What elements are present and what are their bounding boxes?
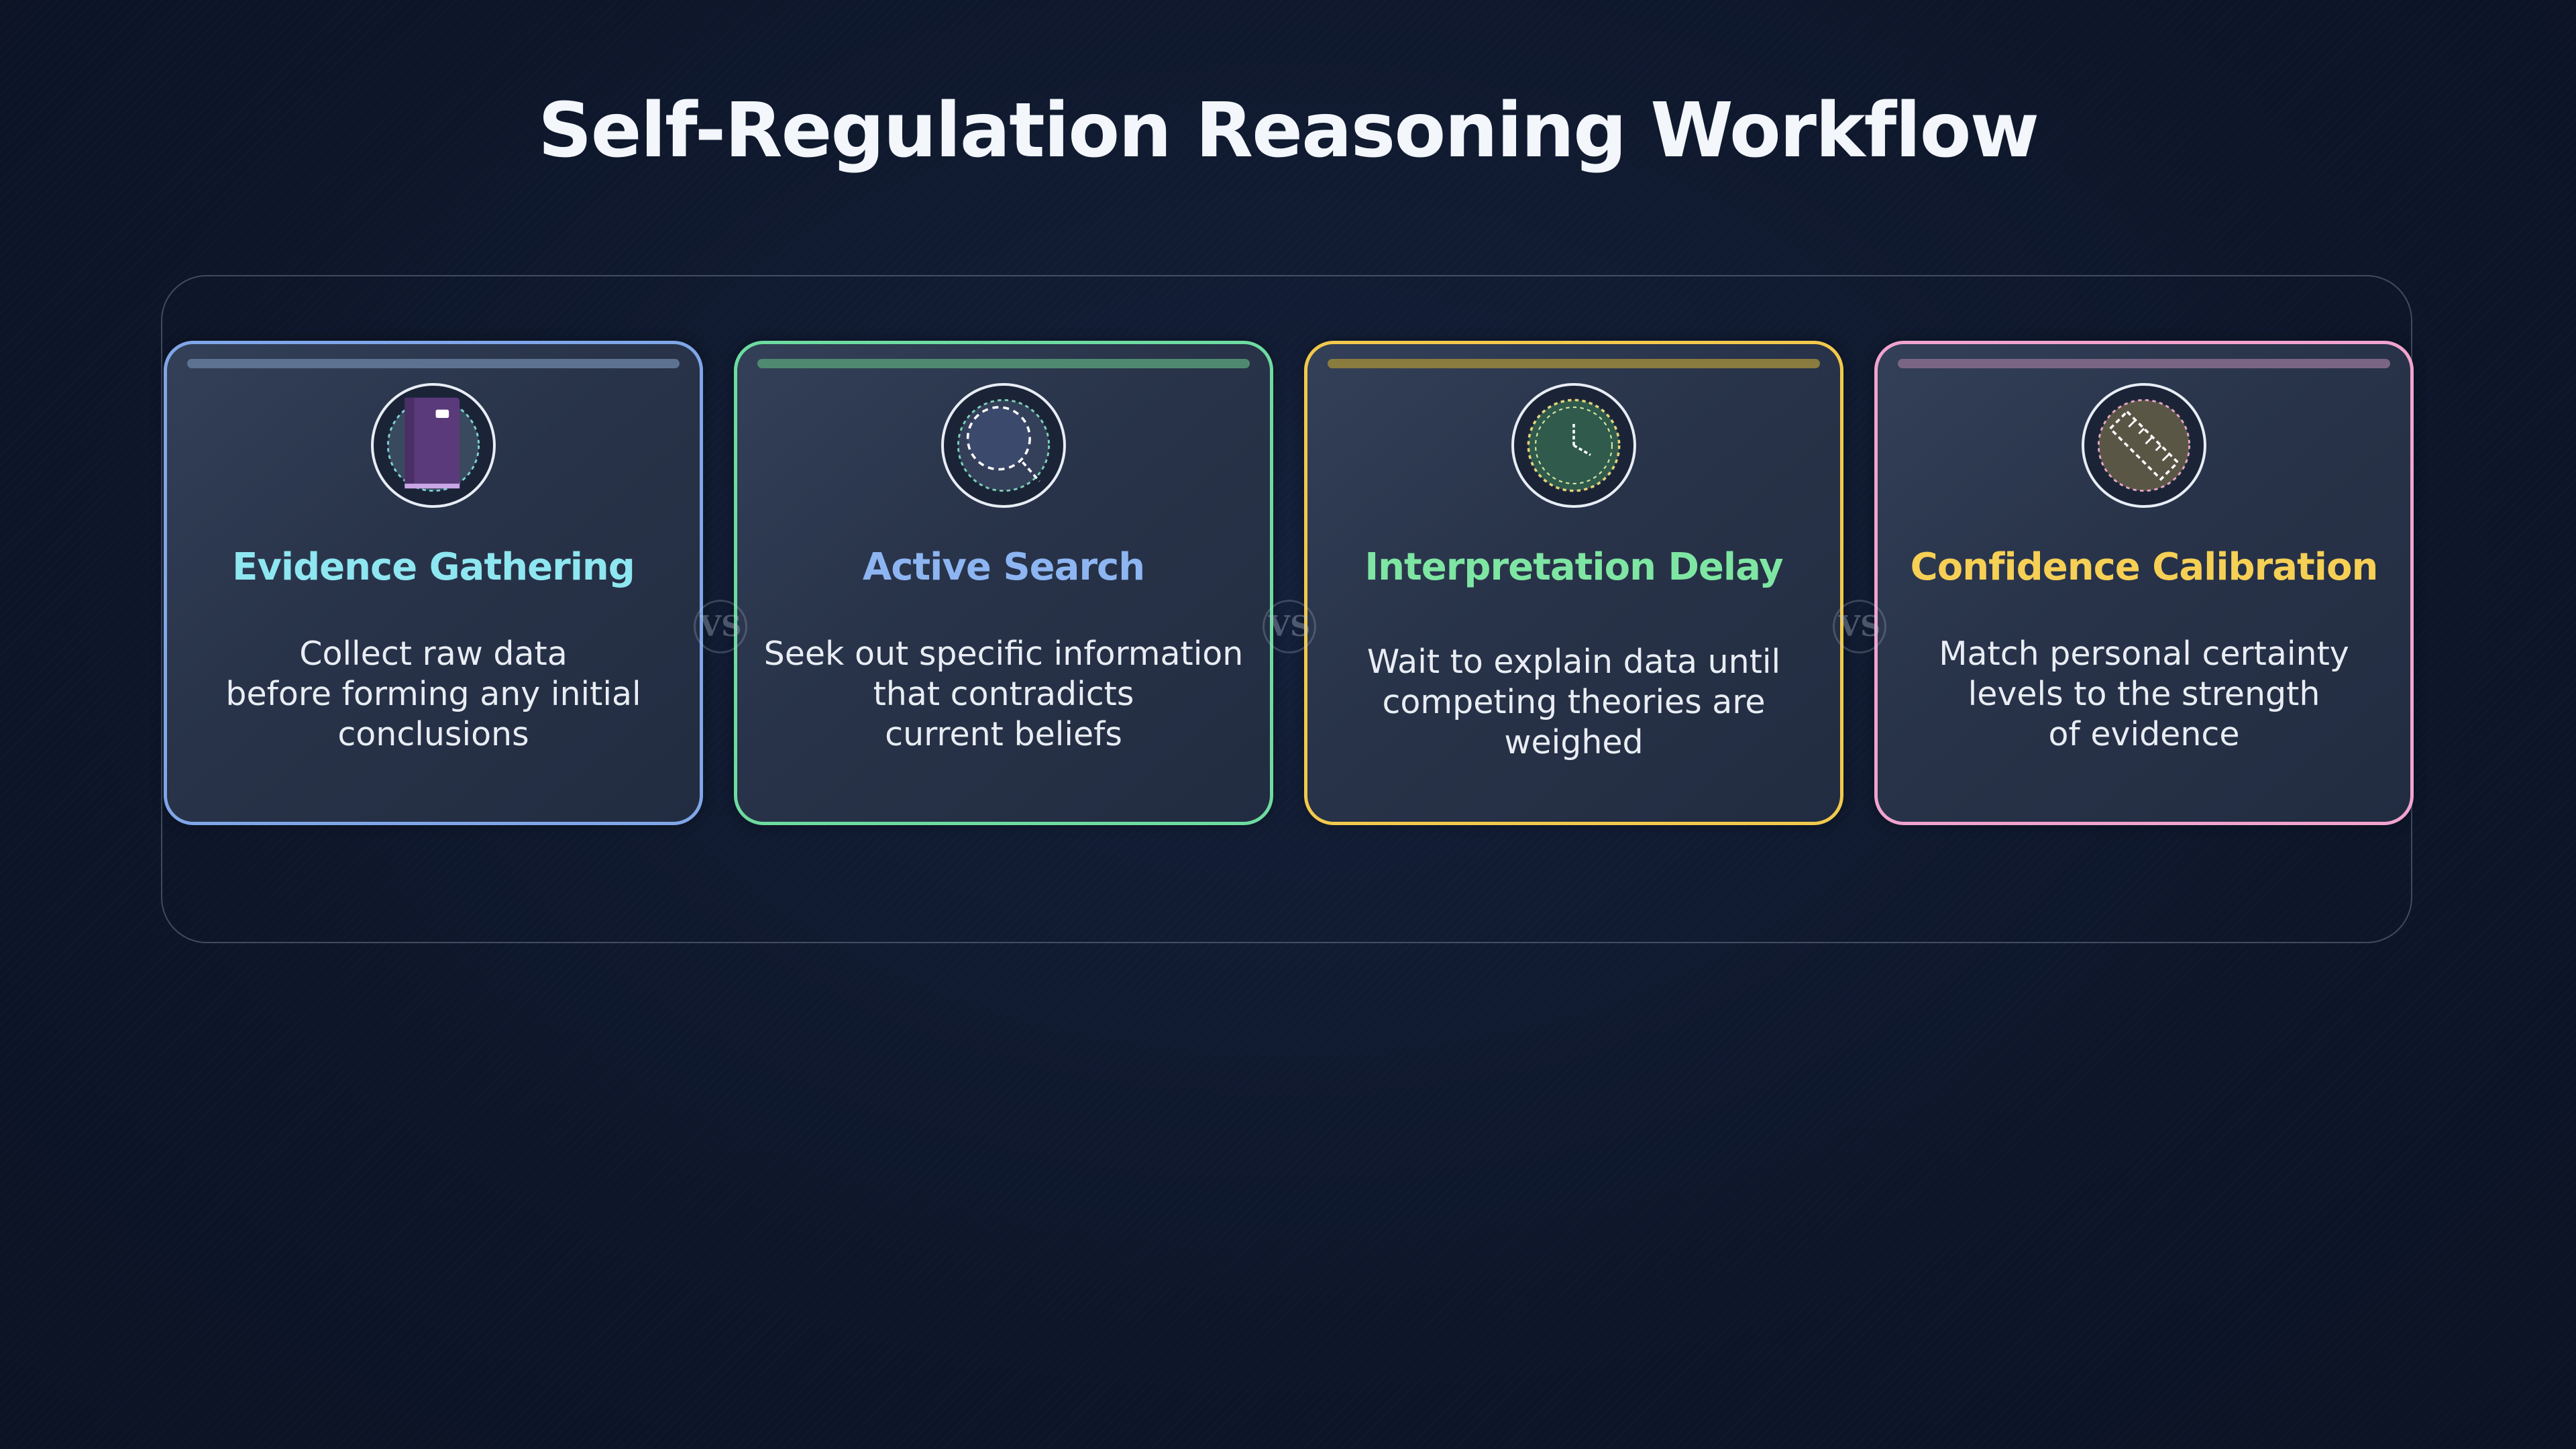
step-title: Evidence Gathering: [232, 545, 635, 589]
step-title: Active Search: [862, 545, 1145, 589]
card-accent-bar: [1328, 359, 1820, 368]
step-title: Confidence Calibration: [1910, 545, 2379, 589]
vs-connector: VS: [694, 600, 747, 653]
step-card-interpretation-delay: Interpretation Delay Wait to explain dat…: [1304, 341, 1843, 825]
step-description: Seek out specific information that contr…: [763, 635, 1244, 753]
magnifier-icon: [941, 383, 1066, 508]
card-accent-bar: [757, 359, 1250, 368]
vs-connector: VS: [1833, 600, 1886, 653]
card-accent-bar: [1898, 359, 2390, 368]
step-description: Match personal certainty levels to the s…: [1939, 635, 2349, 753]
page-title: Self-Regulation Reasoning Workflow: [537, 87, 2039, 174]
card-accent-bar: [187, 359, 680, 368]
step-description: Collect raw data before forming any init…: [225, 635, 641, 753]
step-card-evidence-gathering: Evidence Gathering Collect raw data befo…: [164, 341, 703, 825]
step-card-confidence-calibration: Confidence Calibration Match personal ce…: [1874, 341, 2414, 825]
step-description: Wait to explain data until competing the…: [1366, 643, 1781, 761]
ruler-icon: [2082, 383, 2206, 508]
clock-icon: [1511, 383, 1636, 508]
vs-connector: VS: [1263, 600, 1316, 653]
notebook-icon: [371, 383, 496, 508]
step-card-active-search: Active Search Seek out specific informat…: [734, 341, 1273, 825]
step-title: Interpretation Delay: [1364, 545, 1783, 589]
